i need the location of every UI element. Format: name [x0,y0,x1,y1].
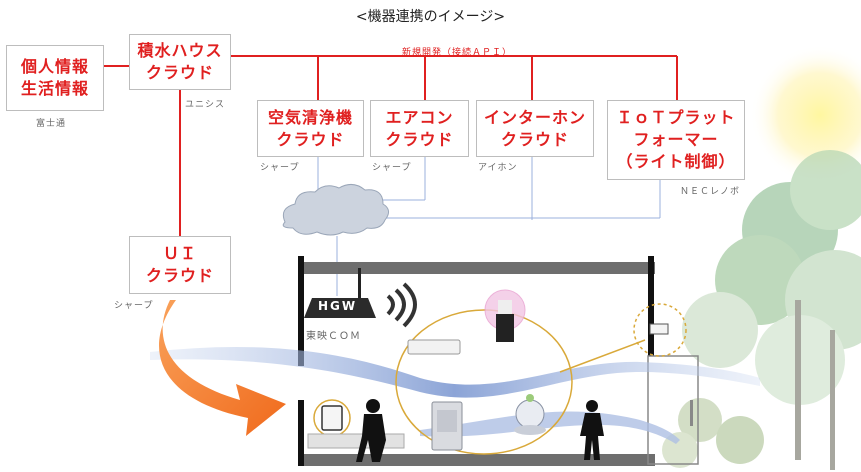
hgw-device-icon [304,268,417,328]
tree-illustration [682,150,861,470]
sekisui-vendor: ユニシス [185,100,226,110]
aircon-cloud-box: エアコン クラウド [370,100,469,157]
man-silhouette [356,399,386,462]
api-label: 新規開発（接続ＡＰＩ） [402,48,513,58]
tablet-icon [321,405,343,431]
camera-icon [649,323,669,335]
intercom-cloud-box: インターホン クラウド [476,100,594,157]
iot-vendor: ＮＥＣレノボ [680,187,741,197]
red-connectors [104,55,678,236]
light-bulb-icon [496,300,514,342]
hgw-vendor: 東映ＣＯＭ [306,331,361,342]
wind-swoosh [150,347,760,398]
intercom-line1: インターホン [483,107,586,127]
aircon-vendor: シャープ [372,163,412,173]
wind-swoosh-lower [420,411,680,444]
personal-info-line1: 個人情報 [20,57,89,76]
air-purifier-line1: 空気清浄機 [267,107,353,127]
air-purifier-icon [431,401,463,451]
robot-icon [514,394,546,435]
iot-line3: （ライト制御） [616,152,736,171]
sekisui-line1: 積水ハウス [137,41,223,60]
iot-line1: ＩｏＴプラット [616,108,736,127]
air-purifier-vendor: シャープ [260,163,300,173]
intercom-vendor: アイホン [478,163,518,173]
internet-cloud-icon [282,184,389,236]
hgw-label: HGW [318,299,358,313]
orange-arrow [159,300,286,436]
ui-line2: クラウド [145,266,214,285]
counter-icon [307,433,405,449]
iot-line2: フォーマー [633,130,719,149]
sekisui-cloud-box: 積水ハウス クラウド [129,34,231,90]
air-purifier-cloud-box: 空気清浄機 クラウド [257,100,364,157]
personal-info-vendor: 富士通 [36,119,67,129]
plants-illustration [662,398,764,468]
ui-cloud-box: ＵＩ クラウド [129,236,231,294]
ui-vendor: シャープ [114,301,154,311]
ui-line1: ＵＩ [162,244,197,263]
aircon-line1: エアコン [385,107,454,127]
iot-platform-box: ＩｏＴプラット フォーマー （ライト制御） [607,100,745,180]
aircon-line2: クラウド [385,129,454,149]
personal-info-box: 個人情報 生活情報 [6,45,104,111]
diagram-title: <機器連携のイメージ> [355,9,506,25]
house-frame [298,256,699,466]
intercom-line2: クラウド [500,129,569,149]
personal-info-line2: 生活情報 [20,79,89,98]
air-purifier-line2: クラウド [276,129,345,149]
sun-glow [750,45,861,185]
woman-silhouette [580,400,604,460]
sekisui-line2: クラウド [145,63,214,82]
air-conditioner-icon [407,339,461,355]
